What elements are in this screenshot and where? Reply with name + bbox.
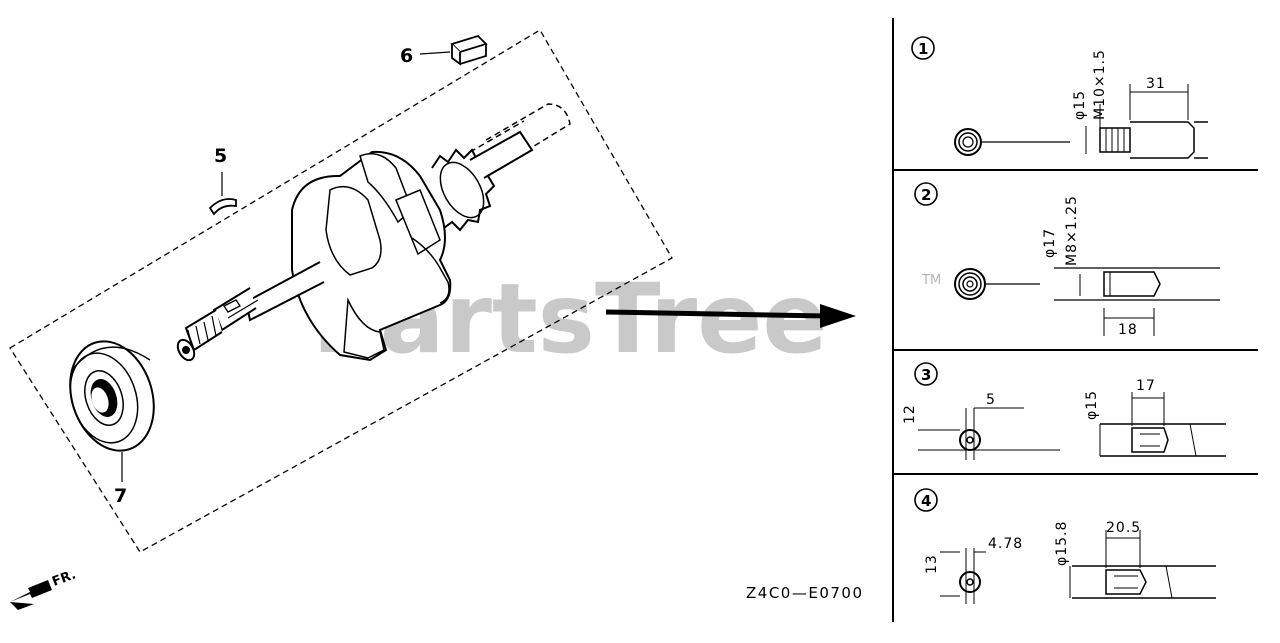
panel-3-key-height: 12: [902, 404, 918, 424]
panel-2: 2 18 φ17 M8×1.25: [914, 182, 1220, 338]
front-direction-label: FR.: [50, 567, 78, 589]
watermark-trademark: TM: [921, 273, 941, 288]
reference-panels: [892, 18, 1258, 622]
panel-1-number: 1: [918, 40, 928, 58]
ghost-shaft-dashed: [485, 103, 571, 163]
diagram-code: Z4C0—E0700: [746, 584, 864, 602]
reference-arrow: [605, 304, 856, 328]
pto-shaft: [176, 261, 325, 362]
crank-web: [291, 150, 452, 362]
panel-4-key-height: 13: [924, 554, 940, 574]
panel-4-diameter: φ15.8: [1054, 521, 1070, 566]
panel-4-key-width: 4.78: [988, 536, 1023, 552]
callout-item7: 7: [114, 485, 127, 507]
panel-1-thread: M10×1.5: [1092, 49, 1108, 120]
panel-3: 3 17 5 12 φ15: [902, 362, 1226, 460]
panel-2-number: 2: [921, 186, 931, 204]
leader-item6: [419, 51, 451, 55]
panel-4-length: 20.5: [1106, 520, 1141, 536]
panel-1-length: 31: [1146, 76, 1166, 92]
panel-3-diameter: φ15: [1084, 390, 1100, 420]
kit-boundary: [9, 29, 673, 553]
panel-2-thread: M8×1.25: [1064, 195, 1080, 266]
panel-2-diameter: φ17: [1042, 228, 1058, 258]
panel-2-length: 18: [1118, 322, 1138, 338]
panel-3-key-width: 5: [986, 392, 996, 408]
panel-1: 1 31 φ15 M10×1.5: [911, 36, 1208, 159]
callout-item5: 5: [214, 145, 227, 167]
panel-4-number: 4: [921, 492, 931, 510]
panel-1-diameter: φ15: [1072, 90, 1088, 120]
panel-4: 4 20.5 4.78 13 φ15.8: [914, 488, 1216, 604]
front-direction-arrow: FR.: [10, 567, 78, 610]
bearing: [69, 340, 155, 452]
crankshaft-assembly: [9, 29, 673, 553]
woodruff-key: [208, 198, 237, 216]
panel-3-number: 3: [921, 366, 931, 384]
panel-3-length: 17: [1136, 378, 1156, 394]
square-key: [450, 34, 488, 66]
callout-item6: 6: [400, 45, 413, 67]
